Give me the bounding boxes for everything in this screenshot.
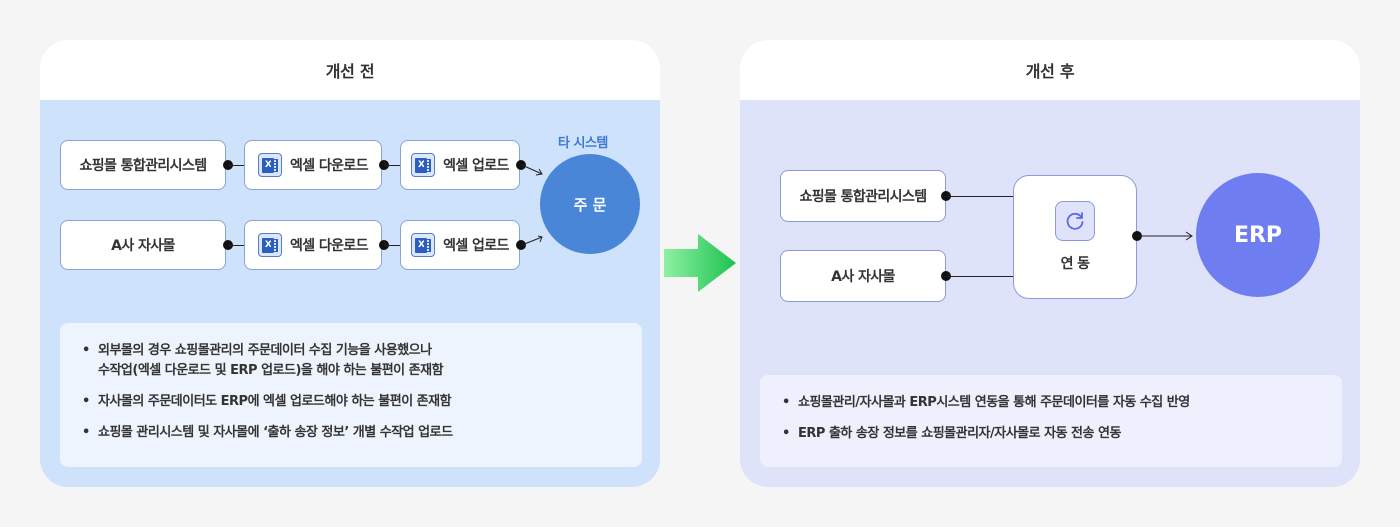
connector-dot bbox=[516, 160, 526, 170]
note-text: 쇼핑몰관리/자사몰과 ERP시스템 연동을 통해 주문데이터를 자동 수집 반영 bbox=[798, 395, 1190, 410]
note-text: ERP 출하 송장 정보를 쇼핑몰관리자/자사몰로 자동 전송 연동 bbox=[798, 426, 1121, 441]
other-system-label: 타 시스템 bbox=[558, 136, 608, 151]
note-item: ERP 출하 송장 정보를 쇼핑몰관리자/자사몰로 자동 전송 연동 bbox=[782, 424, 1342, 444]
excel-download-step: X 엑셀 다운로드 bbox=[244, 140, 382, 190]
sync-label: 연 동 bbox=[1060, 256, 1090, 272]
note-item: 쇼핑몰관리/자사몰과 ERP시스템 연동을 통해 주문데이터를 자동 수집 반영 bbox=[782, 393, 1342, 413]
source-shopping-mall-system: 쇼핑몰 통합관리시스템 bbox=[60, 140, 226, 190]
source-shopping-mall-system: 쇼핑몰 통합관리시스템 bbox=[780, 170, 946, 222]
before-title: 개선 전 bbox=[40, 40, 660, 100]
sync-node: 연 동 bbox=[1013, 175, 1137, 299]
source-own-mall: A사 자사몰 bbox=[780, 250, 946, 302]
excel-upload-step: X 엑셀 업로드 bbox=[400, 220, 520, 270]
before-notes: 외부몰의 경우 쇼핑몰관리의 주문데이터 수집 기능을 사용했으나 수작업(엑셀… bbox=[60, 323, 642, 467]
connector-dot bbox=[516, 240, 526, 250]
connector-line bbox=[946, 276, 1014, 277]
after-panel: 개선 후 쇼핑몰 통합관리시스템 A사 자사몰 연 동 ERP 쇼핑몰관리/자사… bbox=[740, 40, 1360, 487]
excel-upload-label: 엑셀 업로드 bbox=[443, 238, 509, 254]
note-text: 자사몰의 주문데이터도 ERP에 엑셀 업로드해야 하는 불편이 존재함 bbox=[98, 394, 452, 409]
excel-upload-label: 엑셀 업로드 bbox=[443, 158, 509, 174]
note-item: 쇼핑몰 관리시스템 및 자사몰에 ‘출하 송장 정보’ 개별 수작업 업로드 bbox=[82, 423, 642, 443]
connector-line bbox=[228, 245, 244, 246]
excel-download-label: 엑셀 다운로드 bbox=[290, 158, 369, 174]
note-item: 자사몰의 주문데이터도 ERP에 엑셀 업로드해야 하는 불편이 존재함 bbox=[82, 392, 642, 412]
right-arrow-icon bbox=[664, 234, 736, 292]
note-text: 수작업(엑셀 다운로드 및 ERP 업로드)을 해야 하는 불편이 존재함 bbox=[98, 363, 444, 378]
excel-icon: X bbox=[411, 153, 436, 177]
note-item: 외부몰의 경우 쇼핑몰관리의 주문데이터 수집 기능을 사용했으나 bbox=[82, 341, 642, 361]
before-panel: 개선 전 쇼핑몰 통합관리시스템 X 엑셀 다운로드 X 엑셀 업로드 A사 자… bbox=[40, 40, 660, 487]
flow-arrows bbox=[521, 164, 543, 246]
order-circle: 주 문 bbox=[540, 154, 640, 254]
refresh-icon bbox=[1055, 201, 1095, 241]
excel-download-label: 엑셀 다운로드 bbox=[290, 238, 369, 254]
excel-upload-step: X 엑셀 업로드 bbox=[400, 140, 520, 190]
note-text: 외부몰의 경우 쇼핑몰관리의 주문데이터 수집 기능을 사용했으나 bbox=[98, 343, 432, 358]
after-title: 개선 후 bbox=[740, 40, 1360, 100]
connector-line bbox=[228, 165, 244, 166]
note-text: 쇼핑몰 관리시스템 및 자사몰에 ‘출하 송장 정보’ 개별 수작업 업로드 bbox=[98, 425, 453, 440]
excel-download-step: X 엑셀 다운로드 bbox=[244, 220, 382, 270]
excel-icon: X bbox=[258, 233, 283, 257]
excel-icon: X bbox=[411, 233, 436, 257]
flow-arrow bbox=[1137, 231, 1193, 241]
connector-line bbox=[946, 196, 1014, 197]
note-item-continued: 수작업(엑셀 다운로드 및 ERP 업로드)을 해야 하는 불편이 존재함 bbox=[98, 361, 642, 381]
source-own-mall: A사 자사몰 bbox=[60, 220, 226, 270]
connector-line bbox=[384, 165, 400, 166]
erp-circle: ERP bbox=[1196, 173, 1320, 297]
after-notes: 쇼핑몰관리/자사몰과 ERP시스템 연동을 통해 주문데이터를 자동 수집 반영… bbox=[760, 375, 1342, 467]
connector-line bbox=[384, 245, 400, 246]
excel-icon: X bbox=[258, 153, 283, 177]
